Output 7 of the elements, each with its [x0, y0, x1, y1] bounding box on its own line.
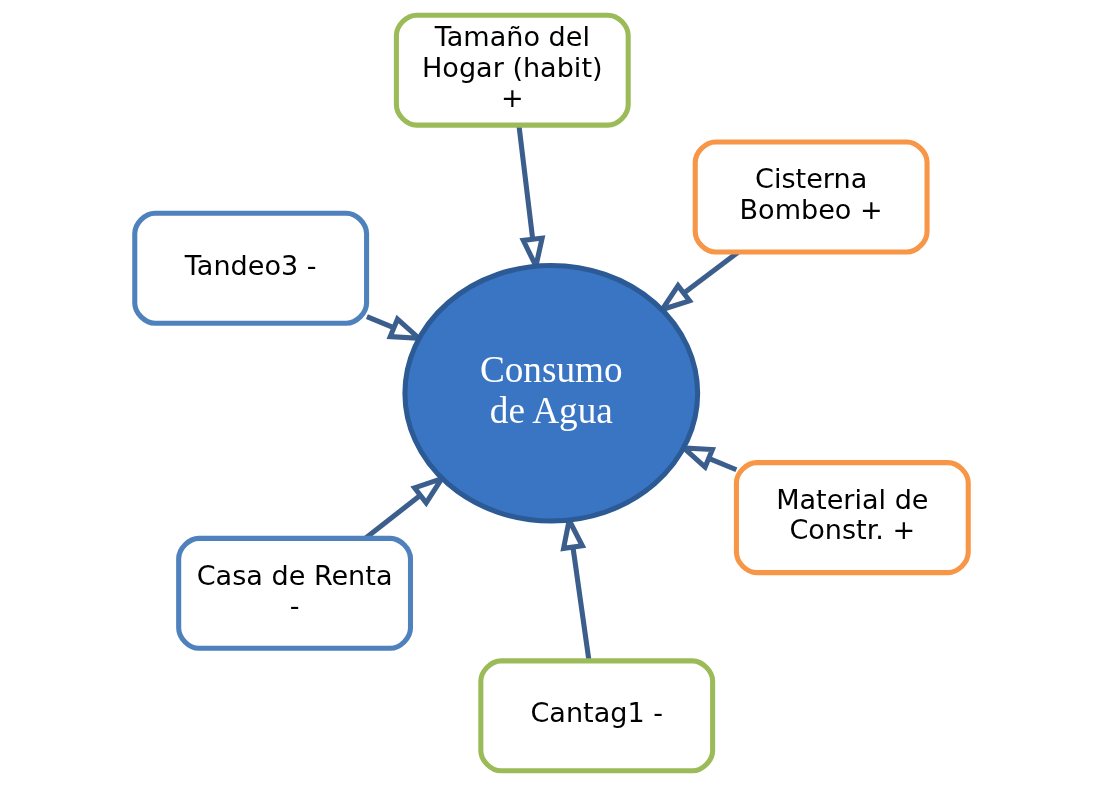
node-box: Tandeo3 -: [131, 210, 369, 326]
node-box: Cisterna Bombeo +: [692, 139, 930, 255]
node-box: Casa de Renta -: [175, 535, 413, 651]
node-box: Cantag1 -: [477, 658, 715, 774]
node-box: Material de Constr. +: [733, 460, 971, 576]
node-box: Tamaño del Hogar (habit) +: [393, 12, 631, 128]
node-ellipse: Consumo de Agua: [401, 263, 700, 524]
